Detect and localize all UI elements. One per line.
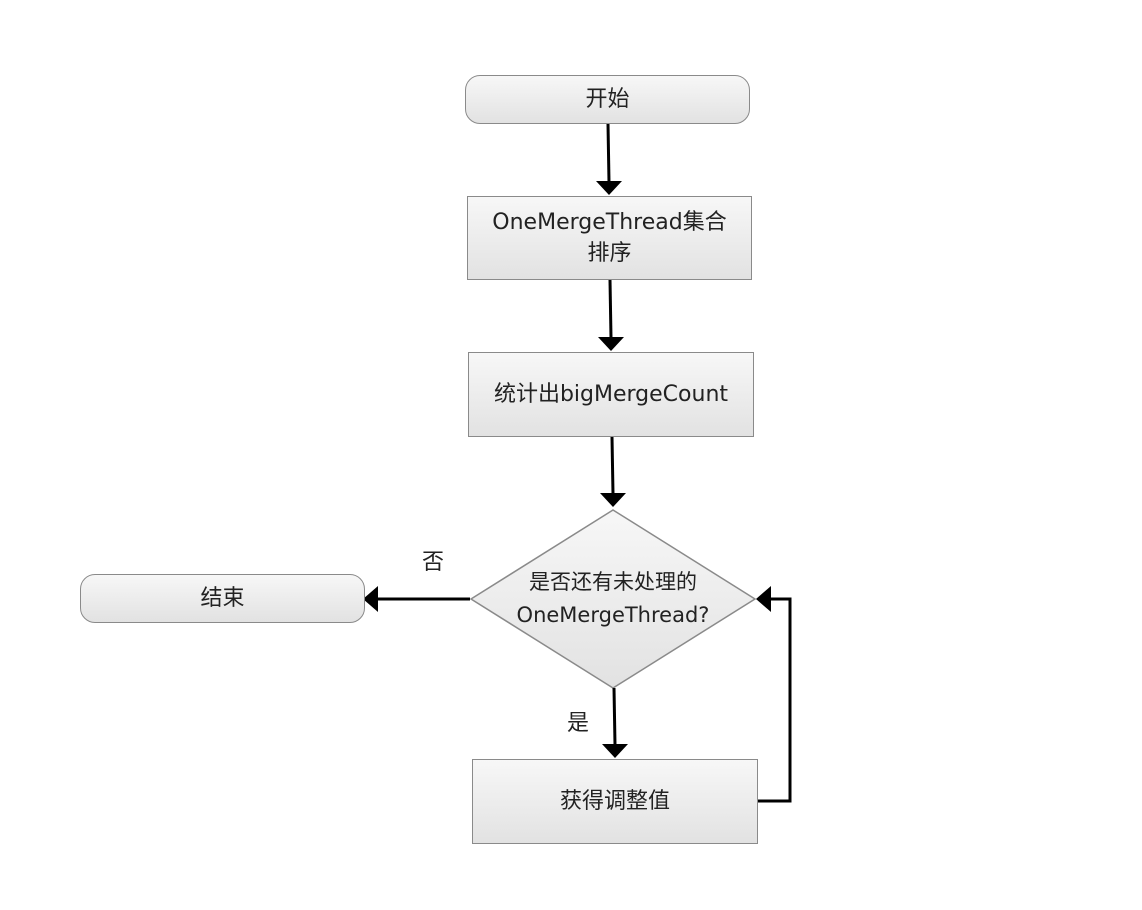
edge-start-to-sort — [596, 123, 622, 195]
edge-decision-to-end — [363, 586, 470, 612]
decision-label-line1: 是否还有未处理的 — [529, 570, 697, 594]
start-node-label: 开始 — [585, 87, 630, 112]
sort-process-node[interactable]: OneMergeThread集合 排序 — [467, 196, 752, 280]
sort-process-label-line2: 排序 — [587, 241, 632, 266]
decision-label-line2: OneMergeThread? — [516, 603, 710, 627]
adjust-process-label: 获得调整值 — [559, 789, 670, 814]
edge-count-to-decision — [600, 436, 626, 507]
count-process-label: 统计出bigMergeCount — [493, 382, 729, 407]
adjust-process-node[interactable]: 获得调整值 — [472, 759, 758, 844]
decision-diamond-shape[interactable] — [469, 509, 757, 689]
end-node-label: 结束 — [200, 586, 245, 611]
start-node[interactable]: 开始 — [465, 75, 750, 124]
edge-decision-to-adjust — [602, 687, 628, 758]
sort-process-label-line1: OneMergeThread集合 — [492, 210, 727, 235]
edge-sort-to-count — [598, 279, 624, 351]
end-node[interactable]: 结束 — [80, 574, 365, 623]
count-process-node[interactable]: 统计出bigMergeCount — [468, 352, 754, 437]
edge-label-yes: 是 — [567, 711, 590, 736]
edge-label-no: 否 — [422, 550, 445, 575]
decision-node: 是否还有未处理的 OneMergeThread? — [471, 510, 755, 688]
edge-adjust-loop-to-decision — [756, 586, 792, 803]
